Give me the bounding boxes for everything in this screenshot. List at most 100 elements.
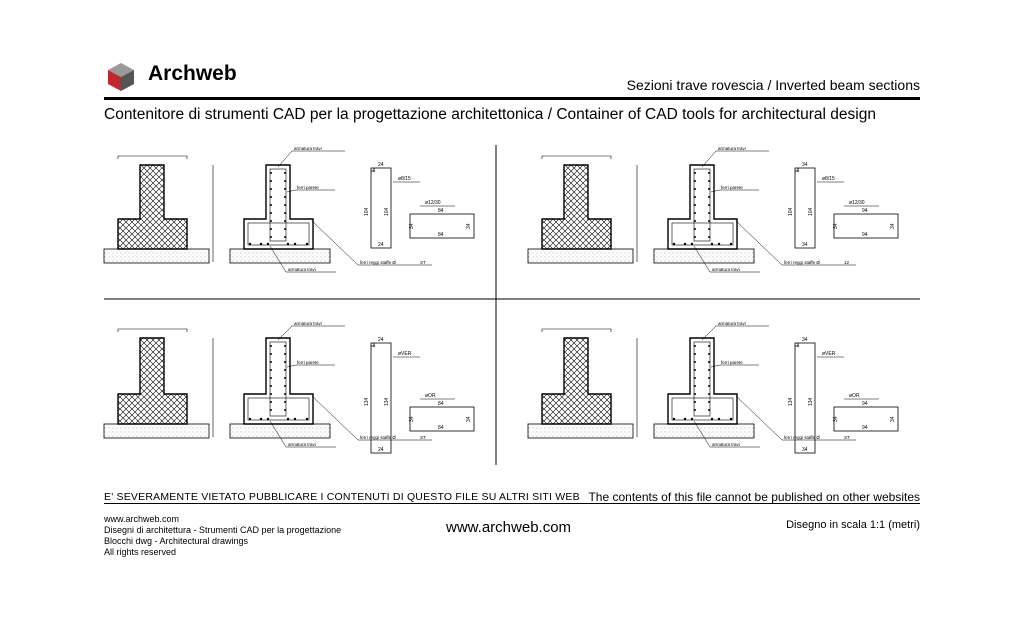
rebar-dot [284,353,286,355]
stirrup-dim-bottom: 34 [802,242,808,248]
stirrup-shape [370,167,392,249]
rebar-dot [286,242,290,246]
leader-line [269,245,336,273]
link-shape [409,213,475,239]
link-dim-bottom: 84 [438,232,444,238]
scale-note: Disegno in scala 1:1 (metri) [786,519,920,531]
stirrup [671,222,734,246]
beam-outline [243,337,314,425]
rebar-dot [270,353,272,355]
leader-line [701,325,769,341]
rebar-dot [284,188,286,190]
label-ferri-reggi-staffe: ferri reggi staffe Ø [360,435,396,440]
stirrup-shape [370,342,392,454]
rebar-dot [305,417,309,421]
steel-spec-top: ø8/15 [822,176,835,182]
rebar-dot [708,172,710,174]
label-ferri-reggi-staffe: ferri reggi staffe Ø [360,260,396,265]
beam-outline [667,164,738,250]
stirrup [247,222,310,246]
rebar-dot [284,369,286,371]
link-dim-top: 84 [438,401,444,407]
stirrup-dim-bottom: 34 [802,447,808,453]
leader-line [311,395,432,441]
rebar-dot [293,242,297,246]
rebar-dot [708,409,710,411]
rebar-dot [694,401,696,403]
link-dim-height: 34 [833,416,839,422]
hatched-section [527,155,638,264]
label-armatura-travi: armatura travi [712,442,740,447]
rebar-dot [708,361,710,363]
beam-outline [117,164,188,250]
steel-spec-bottom: øOR [849,393,860,399]
leader-line [269,420,336,448]
leader-line [735,220,856,266]
beam-outline [243,164,314,250]
rebar-dot [270,172,272,174]
footer-divider [104,503,920,504]
label-ferri-parete: ferri parete [297,360,319,365]
staffe-value: ST [420,260,426,265]
footer-line: Blocchi dwg - Architectural drawings [104,536,249,546]
link-shape [409,406,475,432]
stirrup-dim-height: 104 [808,207,814,216]
steel-spec-bottom: ø12/30 [849,200,865,206]
link-dim-height: 34 [466,416,472,422]
link-shape [833,406,899,432]
rebar-dot [694,409,696,411]
link-dim-top: 94 [862,208,868,214]
rebar-dot [284,361,286,363]
hatched-section [103,155,214,264]
rebar-dot [708,385,710,387]
rebar-dot [708,353,710,355]
rebar-dot [694,220,696,222]
rebar-dot [284,228,286,230]
rebar-dot [690,242,694,246]
rebar-dot [259,417,263,421]
website-url[interactable]: www.archweb.com [446,519,572,536]
dimension-line [541,328,612,332]
rebar-dot [286,417,290,421]
soil-layer [527,423,634,439]
drawing-title: Sezioni trave rovescia / Inverted beam s… [626,77,920,93]
rebar-dot [672,242,676,246]
label-armatura-travi: armatura travi [712,267,740,272]
leader-line [693,420,760,448]
rebar-dot [305,242,309,246]
leader-line [701,150,769,168]
rebar-dot [293,417,297,421]
stirrup [247,397,310,421]
stirrup-dim-height: 134 [808,397,814,406]
label-ferri-reggi-staffe: ferri reggi staffe Ø [784,435,820,440]
beam-outline [541,337,612,425]
label-armatura-travi: armatura travi [718,321,746,326]
leader-line [710,364,759,368]
rebar-dot [284,409,286,411]
stirrup-dim-top: 24 [378,162,384,168]
footer-line: All rights reserved [104,547,177,557]
hook-mark [371,168,375,172]
label-armatura-travi: armatura travi [288,267,316,272]
hatched-section [103,328,214,439]
rebar-dot [710,242,714,246]
rebar-dot [270,204,272,206]
rebar-dot [248,417,252,421]
rebar-dot [284,220,286,222]
link-dim-bottom: 94 [862,425,868,431]
link-dim-height: 34 [833,223,839,229]
hook-mark [795,168,799,172]
rebar-dot [708,393,710,395]
stirrup-dim-bottom: 24 [378,447,384,453]
staffe-value: ST [844,435,850,440]
rebar-dot [717,242,721,246]
link-dim-height: 34 [466,223,472,229]
label-ferri-parete: ferri parete [721,360,743,365]
archweb-logo-icon [108,63,134,91]
link-dim-height: 34 [890,223,896,229]
rebar-dot [708,204,710,206]
rebar-dot [694,228,696,230]
subtitle: Contenitore di strumenti CAD per la prog… [104,106,876,123]
rebar-dot [284,196,286,198]
